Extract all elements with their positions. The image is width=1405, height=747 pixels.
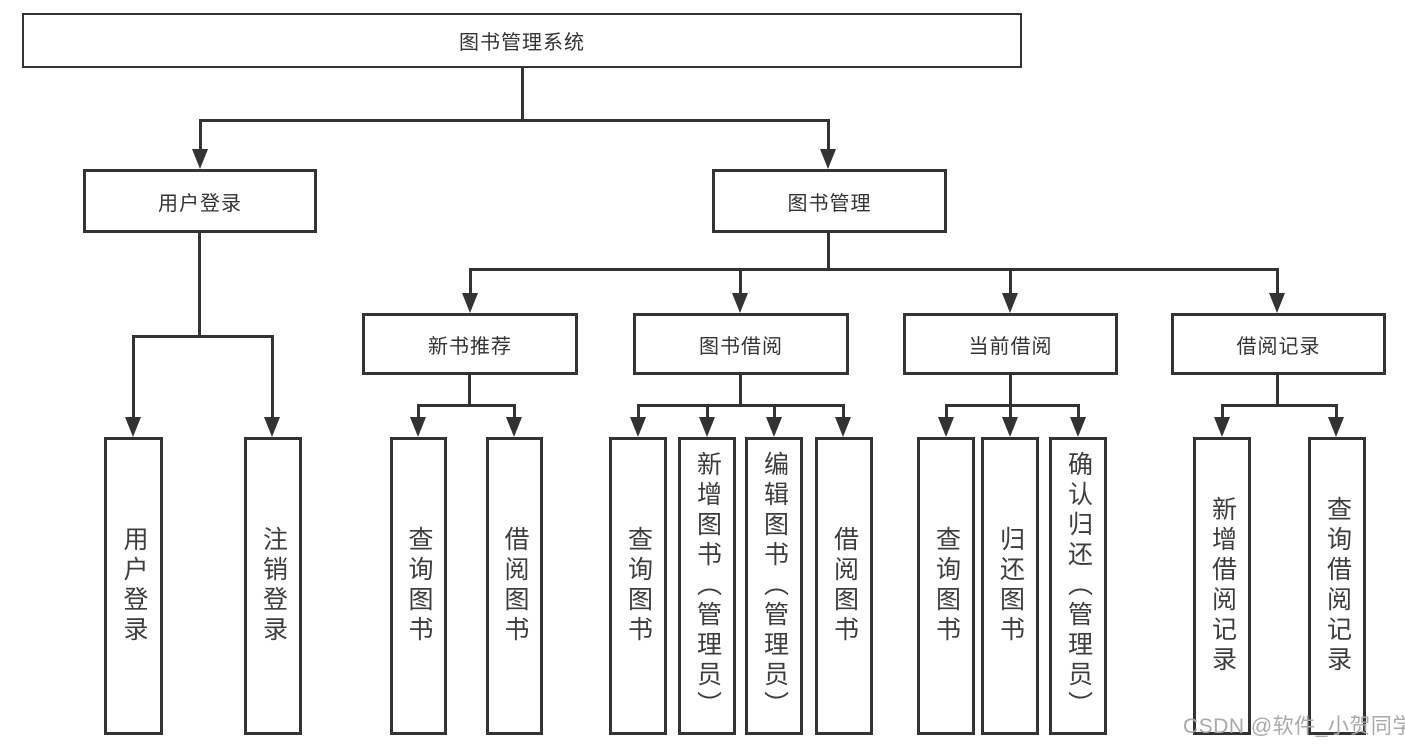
arrow-down-icon bbox=[699, 417, 715, 437]
arrow-down-icon bbox=[125, 417, 141, 437]
node-label: 当前借阅 bbox=[968, 335, 1053, 358]
node-new-book-recommend: 新书推荐 bbox=[362, 313, 578, 375]
leaf-query-books: 查询图书 bbox=[609, 437, 667, 735]
connector-line bbox=[945, 404, 1079, 407]
leaf-label: 新增图书（管理员） bbox=[693, 451, 722, 721]
connector-line bbox=[199, 119, 202, 152]
connector-line bbox=[637, 404, 640, 419]
arrow-down-icon bbox=[820, 149, 836, 169]
leaf-label: 查询图书 bbox=[624, 526, 653, 646]
connector-line bbox=[1009, 268, 1012, 297]
node-borrow-records: 借阅记录 bbox=[1171, 313, 1386, 375]
leaf-logout: 注销登录 bbox=[244, 437, 302, 735]
arrow-down-icon bbox=[410, 417, 426, 437]
arrow-down-icon bbox=[1070, 417, 1086, 437]
node-current-borrow: 当前借阅 bbox=[903, 313, 1118, 375]
connector-line bbox=[469, 268, 472, 297]
leaf-add-borrow-record: 新增借阅记录 bbox=[1193, 437, 1251, 735]
node-label: 图书管理系统 bbox=[459, 32, 585, 54]
node-label: 用户登录 bbox=[158, 192, 242, 215]
connector-line bbox=[637, 404, 845, 407]
leaf-label: 确认归还（管理员） bbox=[1064, 451, 1093, 721]
connector-line bbox=[827, 119, 830, 152]
csdn-watermark: CSDN @软件_小贺同学 bbox=[1183, 715, 1405, 738]
arrow-down-icon bbox=[506, 417, 522, 437]
connector-line bbox=[773, 404, 776, 419]
connector-line bbox=[418, 404, 516, 407]
arrow-down-icon bbox=[1002, 417, 1018, 437]
node-label: 新书推荐 bbox=[428, 335, 512, 358]
connector-line bbox=[739, 375, 742, 407]
node-user-login: 用户登录 bbox=[83, 169, 317, 233]
connector-line bbox=[1276, 375, 1279, 407]
leaf-query-books: 查询图书 bbox=[390, 437, 447, 735]
arrow-down-icon bbox=[462, 293, 478, 313]
connector-line bbox=[132, 335, 135, 419]
node-label: 图书借阅 bbox=[699, 335, 783, 358]
leaf-label: 借阅图书 bbox=[830, 526, 859, 646]
leaf-label: 查询图书 bbox=[405, 526, 433, 646]
connector-line bbox=[469, 268, 1278, 271]
leaf-label: 归还图书 bbox=[996, 526, 1025, 646]
connector-line bbox=[521, 68, 524, 121]
arrow-down-icon bbox=[264, 417, 280, 437]
arrow-down-icon bbox=[1214, 417, 1230, 437]
arrow-down-icon bbox=[1328, 417, 1344, 437]
leaf-edit-books-admin: 编辑图书（管理员） bbox=[745, 437, 803, 735]
leaf-query-books: 查询图书 bbox=[917, 437, 975, 735]
node-library-management-system: 图书管理系统 bbox=[22, 13, 1022, 68]
connector-line bbox=[468, 375, 471, 407]
connector-line bbox=[706, 404, 709, 419]
leaf-confirm-return-admin: 确认归还（管理员） bbox=[1049, 437, 1107, 735]
connector-line bbox=[271, 335, 274, 419]
connector-line bbox=[513, 404, 516, 419]
leaf-user-login: 用户登录 bbox=[104, 437, 163, 735]
connector-line bbox=[739, 268, 742, 297]
arrow-down-icon bbox=[835, 417, 851, 437]
leaf-label: 编辑图书（管理员） bbox=[760, 451, 789, 721]
arrow-down-icon bbox=[192, 149, 208, 169]
connector-line bbox=[417, 404, 420, 419]
arrow-down-icon bbox=[938, 417, 954, 437]
arrow-down-icon bbox=[1002, 293, 1018, 313]
leaf-borrow-books: 借阅图书 bbox=[486, 437, 543, 735]
connector-line bbox=[1276, 268, 1279, 297]
node-book-borrow: 图书借阅 bbox=[633, 313, 849, 375]
leaf-label: 查询图书 bbox=[932, 526, 961, 646]
connector-line bbox=[945, 404, 948, 419]
leaf-label: 注销登录 bbox=[259, 526, 288, 646]
connector-line bbox=[827, 233, 830, 271]
arrow-down-icon bbox=[1269, 293, 1285, 313]
connector-line bbox=[1335, 404, 1338, 419]
leaf-query-borrow-record: 查询借阅记录 bbox=[1308, 437, 1366, 735]
connector-line bbox=[1009, 375, 1012, 407]
leaf-label: 用户登录 bbox=[120, 526, 148, 646]
leaf-label: 新增借阅记录 bbox=[1208, 496, 1237, 676]
leaf-borrow-books: 借阅图书 bbox=[815, 437, 873, 735]
leaf-label: 查询借阅记录 bbox=[1323, 496, 1352, 676]
leaf-add-books-admin: 新增图书（管理员） bbox=[678, 437, 736, 735]
leaf-return-books: 归还图书 bbox=[981, 437, 1039, 735]
connector-line bbox=[199, 119, 829, 122]
leaf-label: 借阅图书 bbox=[501, 526, 529, 646]
connector-line bbox=[842, 404, 845, 419]
node-label: 图书管理 bbox=[787, 192, 872, 215]
connector-line bbox=[133, 335, 274, 338]
arrow-down-icon bbox=[766, 417, 782, 437]
connector-line bbox=[1077, 404, 1080, 419]
node-label: 借阅记录 bbox=[1236, 335, 1321, 358]
connector-line bbox=[198, 233, 201, 338]
node-book-management: 图书管理 bbox=[712, 169, 947, 233]
arrow-down-icon bbox=[732, 293, 748, 313]
arrow-down-icon bbox=[630, 417, 646, 437]
connector-line bbox=[1221, 404, 1337, 407]
connector-line bbox=[1221, 404, 1224, 419]
connector-line bbox=[1009, 404, 1012, 419]
